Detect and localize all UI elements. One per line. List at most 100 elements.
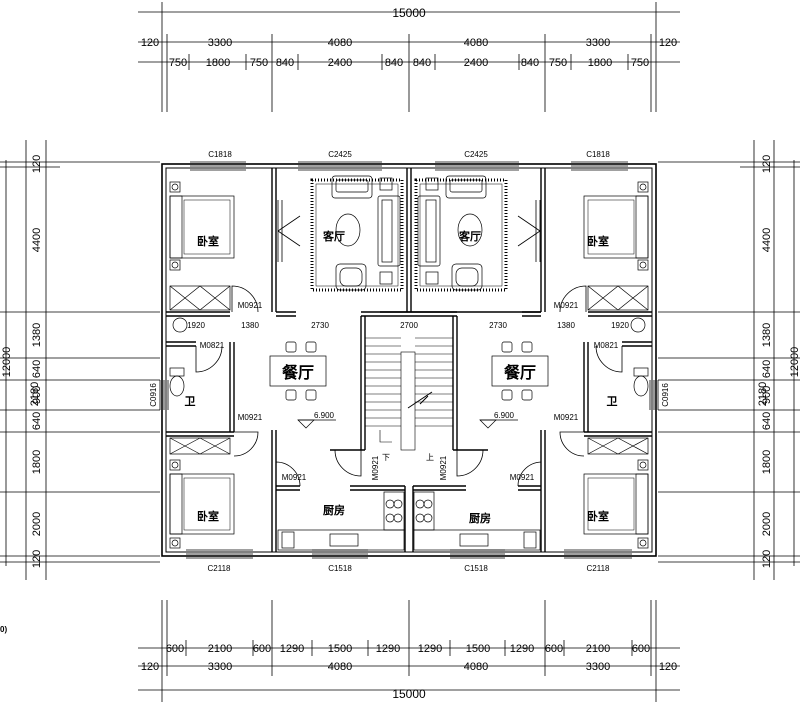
dim-label: 4400 [761, 228, 773, 252]
wardrobe-top-right [587, 285, 649, 311]
dim-label: 1380 [241, 321, 259, 330]
dim-label: 2100 [208, 643, 232, 655]
dim-label: 4080 [328, 37, 352, 49]
dim-label: 2000 [31, 512, 43, 536]
dim-label: 600 [253, 643, 271, 655]
window-label: C2425 [464, 150, 488, 159]
bed-bottom-left [169, 459, 235, 549]
dim-label: 4080 [328, 661, 352, 673]
dim-label: 1800 [31, 450, 43, 474]
right-total-dim: 12000 [789, 347, 800, 378]
dim-label: 1380 [31, 323, 43, 347]
wardrobe-bottom-left [169, 437, 231, 455]
dim-label: 1800 [761, 450, 773, 474]
edge-note: 0) [0, 625, 7, 634]
window-label: C1518 [328, 564, 352, 573]
living-set-right [414, 175, 508, 292]
dim-label: 120 [31, 550, 43, 568]
dim-label: 1920 [611, 321, 629, 330]
dim-label: 1500 [328, 643, 352, 655]
door-label: M0821 [200, 341, 225, 350]
window-label: C2118 [208, 564, 232, 573]
door-label: M0921 [439, 455, 448, 480]
door-label: M0921 [282, 473, 307, 482]
room-bath: 卫 [185, 395, 196, 408]
dim-label: 120 [761, 155, 773, 173]
dim-label: 1800 [588, 57, 612, 69]
window-label: C1818 [586, 150, 610, 159]
dim-label: 1290 [418, 643, 442, 655]
room-bath: 卫 [607, 395, 618, 408]
opening-labels: C1818 C2425 C2425 C1818 C2118 C1518 C151… [149, 150, 670, 573]
dim-label: 900 [761, 386, 773, 404]
dim-label: 600 [545, 643, 563, 655]
dim-label: 750 [549, 57, 567, 69]
toilet-left [169, 367, 185, 397]
dim-label: 3300 [586, 37, 610, 49]
room-bedroom: 卧室 [197, 234, 219, 248]
dim-label: 120 [141, 661, 159, 673]
room-bedroom: 卧室 [197, 509, 219, 523]
doors [195, 200, 623, 487]
windows [159, 161, 659, 559]
dim-label: 2730 [489, 321, 507, 330]
door-label: M0921 [554, 301, 579, 310]
dim-label: 640 [761, 360, 773, 378]
dim-label: 2700 [400, 321, 418, 330]
top-total-dim: 15000 [392, 6, 426, 20]
window-label: C2425 [328, 150, 352, 159]
dim-label: 2000 [761, 512, 773, 536]
dim-label: 640 [31, 360, 43, 378]
dim-label: 120 [659, 37, 677, 49]
dim-label: 1800 [206, 57, 230, 69]
dim-label: 2100 [586, 643, 610, 655]
dim-label: 900 [31, 386, 43, 404]
furniture [169, 175, 649, 551]
window-label: C1818 [208, 150, 232, 159]
window-label: C2118 [587, 564, 611, 573]
window-label: C0916 [149, 383, 158, 407]
door-label: M0921 [510, 473, 535, 482]
level-mark: 6.900 [494, 411, 515, 420]
left-sub-dim: 2180 [29, 382, 41, 406]
dim-label: 1290 [510, 643, 534, 655]
door-label: M0821 [594, 341, 619, 350]
dim-label: 840 [276, 57, 294, 69]
window-label: C1518 [464, 564, 488, 573]
room-living: 客厅 [322, 229, 345, 243]
window-label: C0916 [661, 383, 670, 407]
dim-label: 640 [761, 412, 773, 430]
dim-label: 4080 [464, 661, 488, 673]
dim-label: 840 [413, 57, 431, 69]
bed-top-right [583, 181, 649, 271]
bed-top-left [169, 181, 235, 271]
bottom-mid-dims: 120 3300 4080 4080 3300 120 [141, 661, 677, 673]
room-kitchen: 厨房 [323, 503, 345, 517]
door-label: M0921 [238, 413, 263, 422]
dim-label: 4400 [31, 228, 43, 252]
dim-label: 4080 [464, 37, 488, 49]
dim-label: 1500 [466, 643, 490, 655]
dim-label: 3300 [586, 661, 610, 673]
right-sub-dim: 2180 [757, 382, 769, 406]
dim-label: 1380 [761, 323, 773, 347]
left-total-dim: 12000 [1, 347, 13, 378]
dim-label: 2400 [464, 57, 488, 69]
dim-label: 750 [631, 57, 649, 69]
room-labels: 卧室 卧室 卧室 卧室 客厅 客厅 餐厅 餐厅 卫 卫 厨房 厨房 6.900 … [0, 229, 618, 634]
dim-label: 120 [141, 37, 159, 49]
dim-label: 2730 [311, 321, 329, 330]
interior-walls [166, 168, 652, 552]
dim-label: 840 [521, 57, 539, 69]
dim-label: 600 [166, 643, 184, 655]
wardrobe-top-left [169, 285, 231, 311]
dim-label: 750 [250, 57, 268, 69]
dim-label: 120 [659, 661, 677, 673]
dim-label: 3300 [208, 661, 232, 673]
